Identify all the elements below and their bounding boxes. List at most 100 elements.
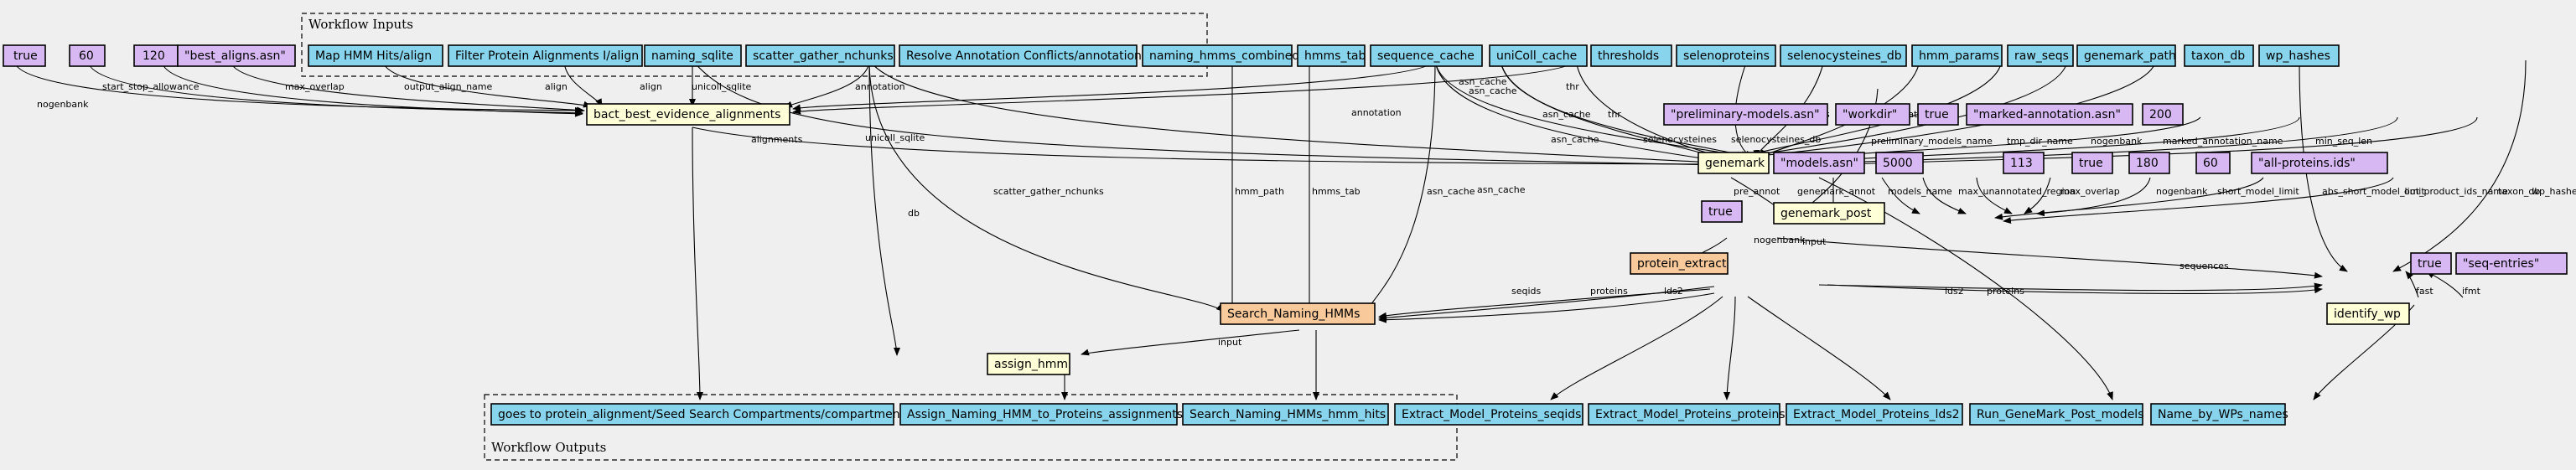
literal-node[interactable]: "workdir" (1835, 103, 1910, 126)
edge-label: annotation (1351, 107, 1402, 118)
literal-node[interactable]: 180 (2128, 152, 2170, 174)
edge-label: alignments (751, 134, 803, 145)
edge-label: nogenbank (2156, 186, 2208, 197)
edge-label: input (1218, 337, 1242, 348)
svg-text:assign_hmm: assign_hmm (994, 358, 1068, 371)
workflow-input-node[interactable]: thresholds (1590, 44, 1672, 67)
svg-text:genemark: genemark (1705, 157, 1765, 170)
svg-text:60: 60 (79, 49, 94, 63)
svg-text:Filter Protein Alignments I/al: Filter Protein Alignments I/align (455, 49, 639, 63)
workflow-input-node[interactable]: scatter_gather_nchunks (745, 44, 895, 67)
svg-text:wp_hashes: wp_hashes (2266, 49, 2330, 63)
literal-node[interactable]: "models.asn" (1773, 152, 1865, 174)
workflow-output-node[interactable]: Extract_Model_Proteins_lds2 (1786, 403, 1963, 426)
workflow-inputs-title: Workflow Inputs (308, 17, 413, 32)
svg-text:Extract_Model_Proteins_seqids: Extract_Model_Proteins_seqids (1402, 408, 1581, 421)
literal-node[interactable]: 200 (2142, 103, 2184, 126)
edge-label: unicoll_sqlite (692, 81, 752, 92)
workflow-input-node[interactable]: sequence_cache (1370, 44, 1483, 67)
edge-label: asn_cache (1459, 76, 1507, 87)
edge-label: asn_cache (1477, 184, 1526, 195)
edge-label: proteins (1987, 286, 2024, 297)
task-node[interactable]: identify_wp (2326, 302, 2410, 325)
literal-node[interactable]: 60 (69, 44, 106, 67)
edge-label: db (908, 208, 920, 219)
literal-node[interactable]: true (1917, 103, 1959, 126)
edge-label: nogenbank (2091, 136, 2143, 147)
literal-node[interactable]: "best_aligns.asn" (177, 44, 296, 67)
workflow-input-node[interactable]: Resolve Annotation Conflicts/annotation (899, 44, 1142, 67)
svg-text:Extract_Model_Proteins_protein: Extract_Model_Proteins_proteins (1595, 408, 1786, 421)
literal-node[interactable]: true (2410, 252, 2452, 275)
workflow-input-node[interactable]: genemark_path (2076, 44, 2176, 67)
svg-text:uniColl_cache: uniColl_cache (1496, 49, 1577, 63)
svg-text:"preliminary-models.asn": "preliminary-models.asn" (1671, 108, 1820, 121)
literal-node[interactable]: 5000 (1875, 152, 1924, 174)
edge-label: annotation (855, 81, 905, 92)
task-node[interactable]: genemark (1697, 152, 1770, 174)
subworkflow-node[interactable]: Search_Naming_HMMs (1220, 302, 1376, 325)
workflow-input-node[interactable]: uniColl_cache (1489, 44, 1588, 67)
workflow-outputs-cluster: Workflow Outputs (484, 394, 1458, 461)
task-node[interactable]: bact_best_evidence_alignments (586, 103, 790, 126)
svg-text:Search_Naming_HMMs_hmm_hits: Search_Naming_HMMs_hmm_hits (1190, 408, 1386, 421)
edge-label: min_seq_len (2315, 136, 2372, 147)
task-node[interactable]: genemark_post (1773, 202, 1885, 225)
literal-node[interactable]: 120 (133, 44, 179, 67)
literal-node[interactable]: true (1701, 200, 1743, 223)
workflow-input-node[interactable]: hmms_tab (1297, 44, 1366, 67)
literal-node[interactable]: 113 (2003, 152, 2045, 174)
workflow-input-node[interactable]: Map HMM Hits/align (308, 44, 443, 67)
workflow-output-node[interactable]: goes to protein_alignment/Seed Search Co… (490, 403, 910, 426)
edge-label: proteins (1590, 286, 1628, 297)
literal-node[interactable]: 60 (2195, 152, 2231, 174)
workflow-input-node[interactable]: naming_sqlite (644, 44, 742, 67)
task-node[interactable]: assign_hmm (987, 353, 1070, 375)
edge-label: lds2 (1945, 286, 1964, 297)
workflow-input-node[interactable]: wp_hashes (2258, 44, 2340, 67)
workflow-output-node[interactable]: Extract_Model_Proteins_seqids (1394, 403, 1583, 426)
literal-node[interactable]: "seq-entries" (2455, 252, 2568, 275)
edge-label: asn_cache (1427, 186, 1475, 197)
workflow-input-node[interactable]: selenoproteins (1676, 44, 1776, 67)
svg-text:Name_by_WPs_names: Name_by_WPs_names (2158, 408, 2288, 421)
workflow-input-node[interactable]: taxon_db (2184, 44, 2254, 67)
workflow-input-node[interactable]: naming_hmms_combined (1142, 44, 1299, 67)
svg-text:true: true (13, 49, 38, 63)
workflow-output-node[interactable]: Name_by_WPs_names (2150, 403, 2288, 426)
literal-node[interactable]: "preliminary-models.asn" (1663, 103, 1828, 126)
workflow-output-node[interactable]: Search_Naming_HMMs_hmm_hits (1182, 403, 1389, 426)
workflow-inputs-cluster: Workflow Inputs (301, 13, 1208, 77)
literal-node[interactable]: "all-proteins.ids" (2251, 152, 2388, 174)
workflow-input-node[interactable]: raw_seqs (2007, 44, 2074, 67)
edge-label: selenocysteines_db (1731, 134, 1821, 145)
svg-text:true: true (1925, 108, 1949, 121)
literal-node[interactable]: "marked-annotation.asn" (1966, 103, 2133, 126)
svg-text:selenocysteines_db: selenocysteines_db (1787, 49, 1902, 63)
svg-text:hmms_tab: hmms_tab (1304, 49, 1366, 63)
edge-label: preliminary_models_name (1871, 136, 1993, 147)
workflow-output-node[interactable]: Extract_Model_Proteins_proteins (1588, 403, 1786, 426)
literal-node[interactable]: true (2071, 152, 2113, 174)
workflow-output-node[interactable]: Assign_Naming_HMM_to_Proteins_assignment… (899, 403, 1183, 426)
edge-label: out_product_ids_name (2404, 186, 2508, 197)
svg-text:true: true (2418, 257, 2442, 271)
workflow-output-node[interactable]: Run_GeneMark_Post_models (1969, 403, 2144, 426)
svg-text:Resolve Annotation Conflicts/a: Resolve Annotation Conflicts/annotation (906, 49, 1142, 63)
edge-label: short_model_limit (2217, 186, 2299, 197)
edge-label: thr (1566, 81, 1579, 92)
workflow-input-node[interactable]: hmm_params (1911, 44, 2003, 67)
edge-label: models_name (1888, 186, 1952, 197)
svg-text:Extract_Model_Proteins_lds2: Extract_Model_Proteins_lds2 (1793, 408, 1960, 421)
workflow-input-node[interactable]: Filter Protein Alignments I/align (448, 44, 643, 67)
edge-label: nogenbank (37, 99, 89, 110)
subworkflow-node[interactable]: protein_extract (1630, 252, 1729, 275)
svg-text:scatter_gather_nchunks: scatter_gather_nchunks (753, 49, 894, 63)
literal-node[interactable]: true (3, 44, 46, 67)
edge-label: fast (2416, 286, 2433, 297)
edge-label: align (640, 81, 662, 92)
edge-label: start_stop_allowance (102, 81, 200, 92)
svg-text:naming_hmms_combined: naming_hmms_combined (1149, 49, 1299, 63)
svg-text:"models.asn": "models.asn" (1780, 157, 1858, 170)
workflow-input-node[interactable]: selenocysteines_db (1780, 44, 1907, 67)
